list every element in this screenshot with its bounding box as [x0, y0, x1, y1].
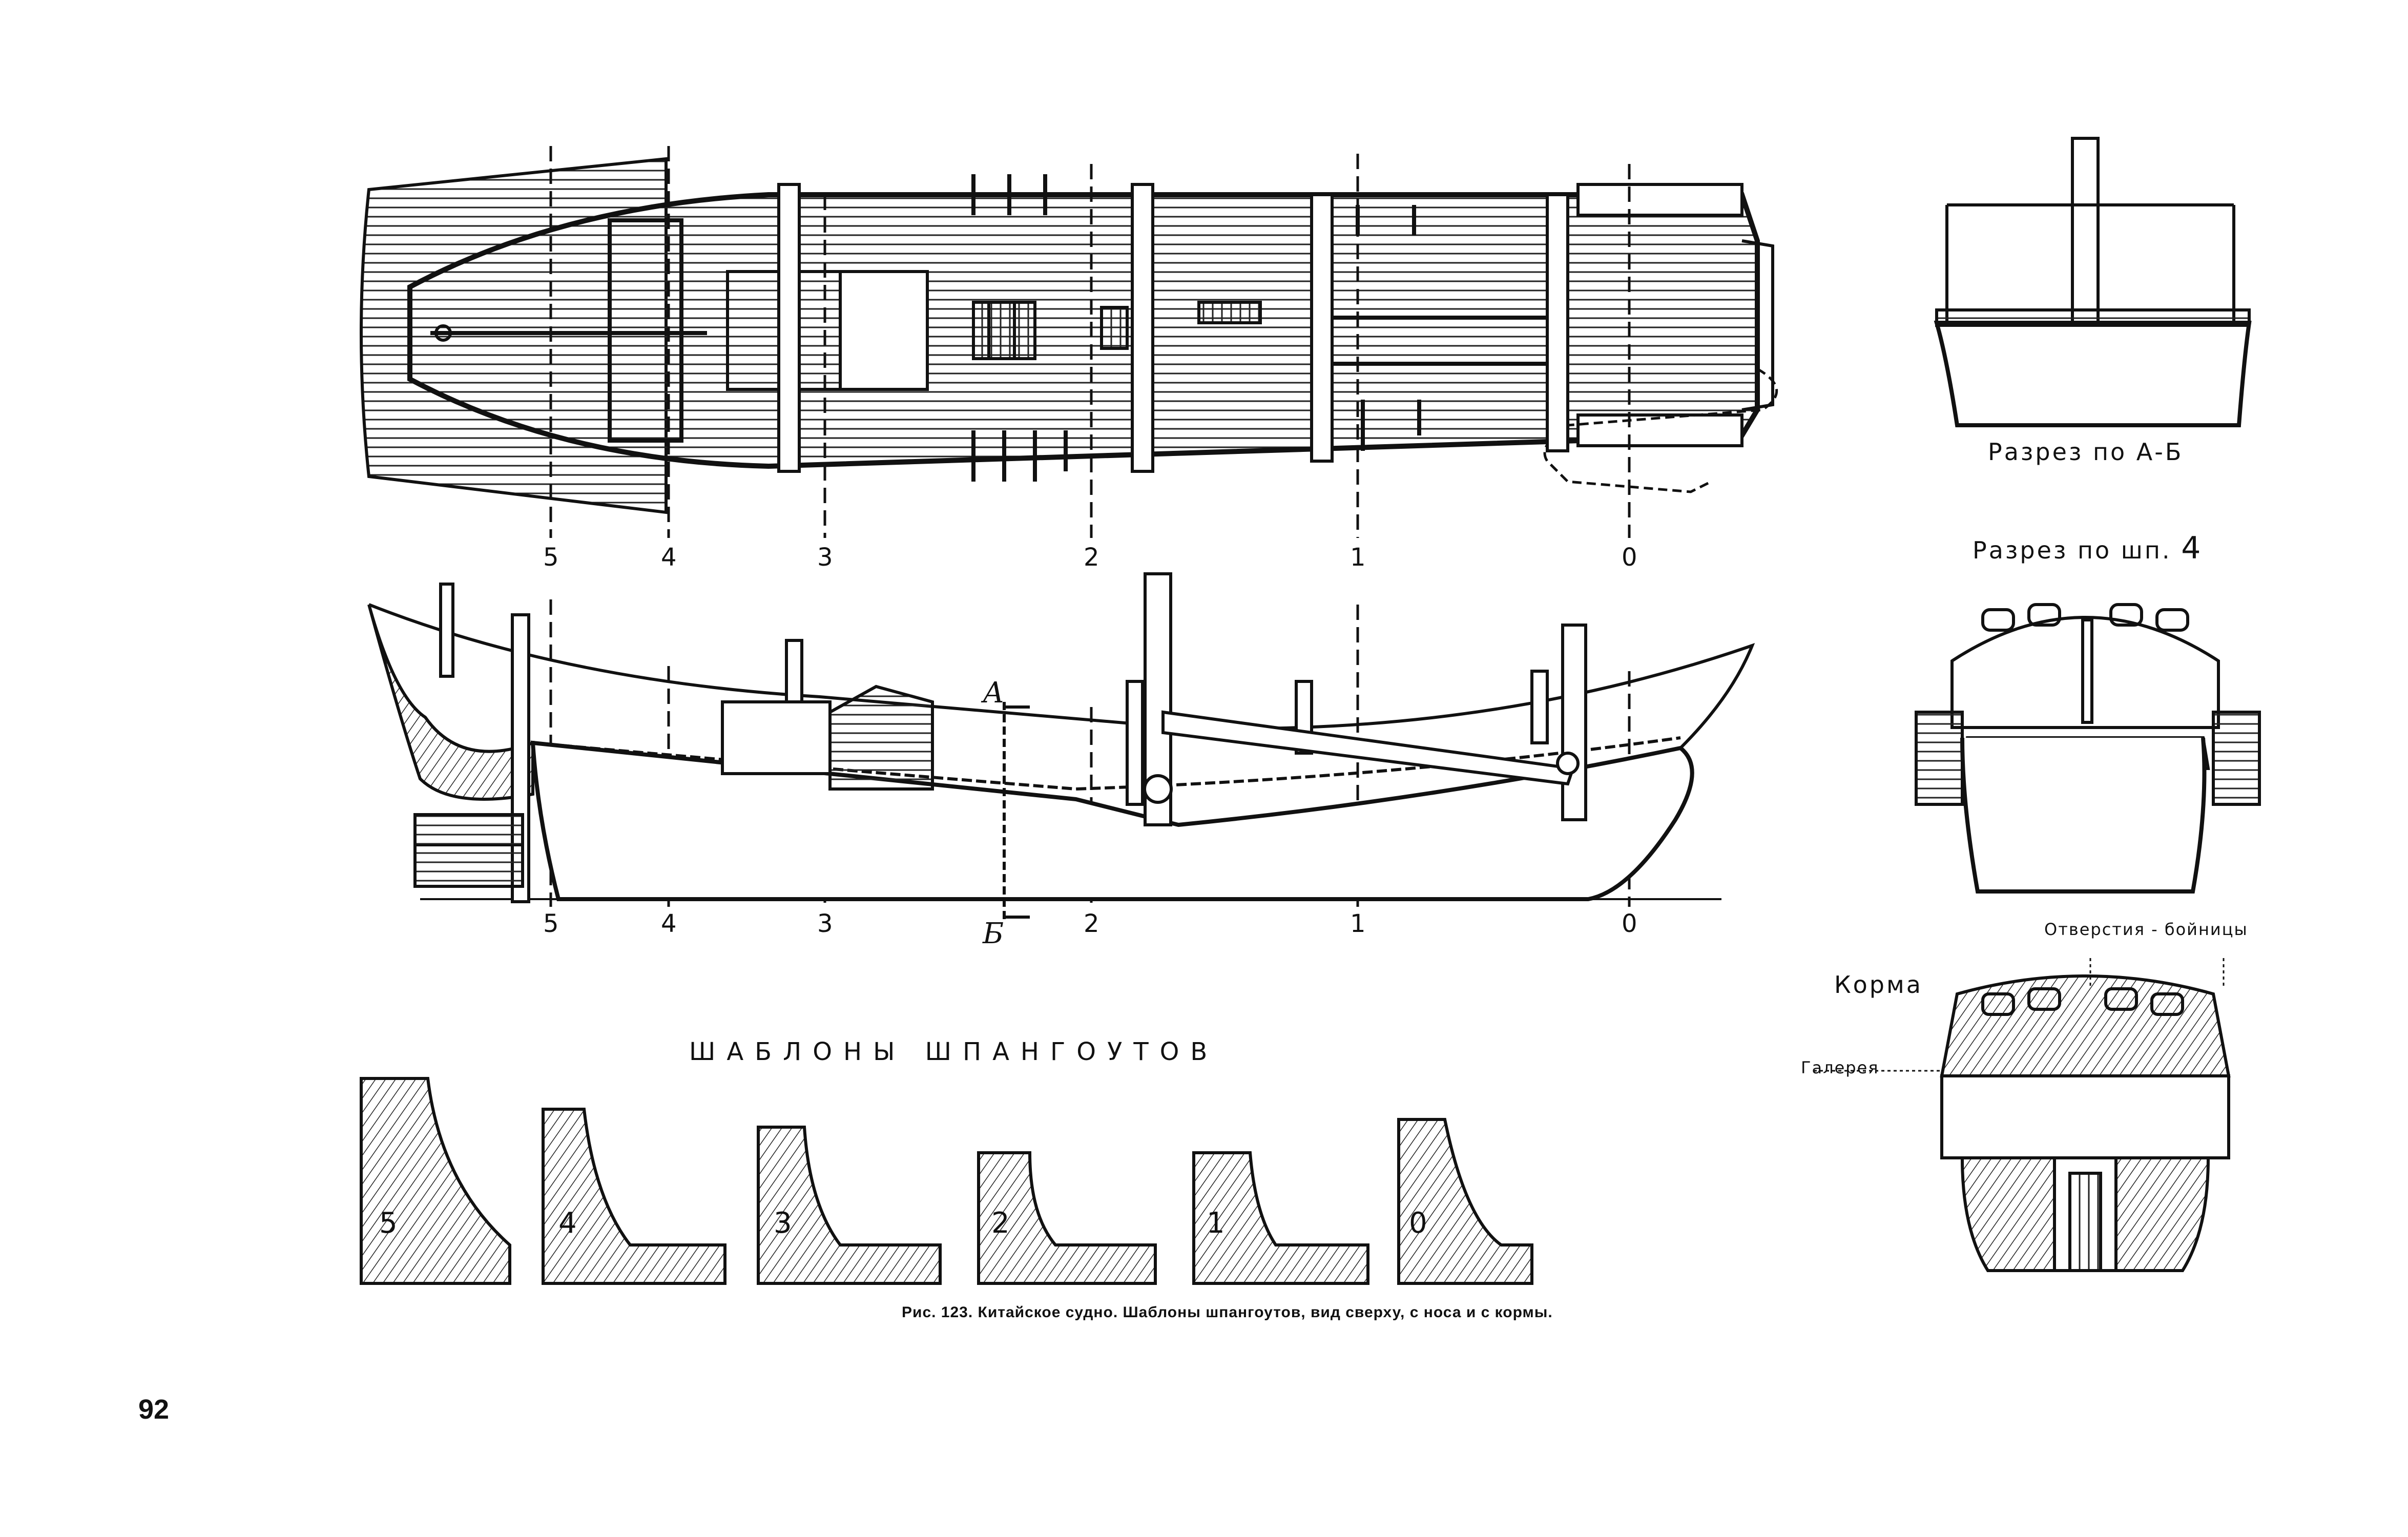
template-shape-2	[977, 1151, 1157, 1285]
template-shape-0	[1397, 1118, 1533, 1285]
plan-view	[360, 157, 1778, 514]
side-frame-number: 1	[1350, 909, 1366, 938]
gallery-label: Галерея	[1801, 1058, 1879, 1077]
side-frame-number: 4	[661, 909, 677, 938]
plan-frame-number: 1	[1350, 543, 1366, 572]
template-number: 4	[558, 1207, 577, 1240]
side-frame-number: 2	[1084, 909, 1099, 938]
stern-view-drawing	[1814, 958, 2231, 1272]
page-number: 92	[138, 1394, 170, 1425]
template-number: 2	[991, 1207, 1010, 1240]
plan-frame-number: 5	[543, 543, 559, 572]
side-frame-number: 5	[543, 909, 559, 938]
frame-templates-drawings	[360, 1077, 1533, 1285]
loopholes-label: Отверстия - бойницы	[2044, 920, 2248, 939]
plan-frame-number: 4	[661, 543, 677, 572]
template-shape-1	[1192, 1151, 1369, 1285]
section-ab-label: Разрез по А-Б	[1988, 438, 2184, 466]
template-number: 5	[379, 1207, 398, 1240]
figure-caption: Рис. 123. Китайское судно. Шаблоны шпанг…	[902, 1304, 1553, 1321]
section-frame4-drawing	[1915, 603, 2261, 894]
template-number: 3	[774, 1207, 792, 1240]
template-number: 1	[1207, 1207, 1225, 1240]
section-frame4-prefix: Разрез по шп.	[1973, 536, 2172, 564]
section-frame4-number: 4	[2181, 530, 2203, 566]
template-number: 0	[1409, 1207, 1427, 1240]
plan-frame-number: 3	[817, 543, 833, 572]
template-shape-3	[757, 1126, 942, 1285]
side-view	[367, 572, 1755, 922]
section-frame4-label: Разрез по шп. 4	[1973, 530, 2203, 566]
stern-label: Корма	[1834, 971, 1923, 999]
templates-title: ШАБЛОНЫ ШПАНГОУТОВ	[689, 1037, 1219, 1066]
side-frame-number: 0	[1622, 909, 1637, 938]
template-shape-5	[360, 1077, 511, 1285]
template-shape-4	[542, 1108, 726, 1285]
side-frame-number: 3	[817, 909, 833, 938]
section-mark-b: Б	[983, 917, 1004, 950]
section-mark-a: А	[983, 676, 1005, 710]
plan-frame-number: 0	[1622, 543, 1637, 572]
section-ab-drawing	[1934, 137, 2252, 427]
plan-frame-number: 2	[1084, 543, 1099, 572]
